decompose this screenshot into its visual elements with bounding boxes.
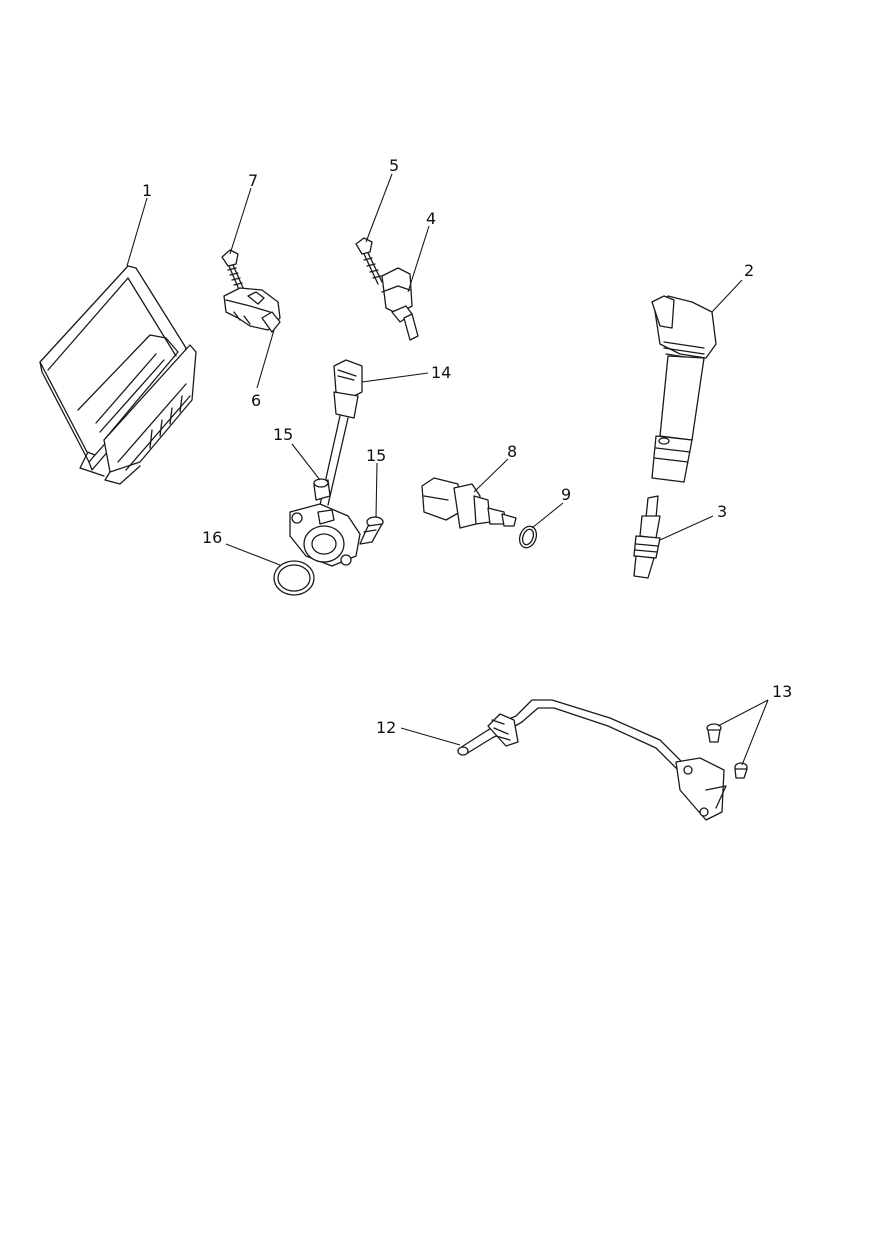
callout-3: 3 [717,502,727,521]
leader-8 [473,458,509,493]
part-12-pipe [457,699,727,821]
part-5-screw [355,237,383,285]
part-13-screw-a [706,723,722,743]
leader-6 [256,329,275,389]
part-13-screw-b [734,762,748,779]
callout-1: 1 [142,181,152,200]
part-2-ignition-coil [651,295,717,483]
part-7-screw [221,249,245,293]
callout-12: 12 [376,718,396,737]
leader-15-right [375,462,378,519]
leader-9 [531,502,564,529]
callout-8: 8 [507,442,517,461]
part-16-o-ring [273,560,315,596]
part-4-sensor [381,267,419,341]
part-6-sensor [223,287,281,333]
leader-13b [741,699,769,766]
callout-14: 14 [431,363,451,382]
part-8-temperature-sensor [421,477,517,529]
part-15-bolt-b [359,516,384,545]
leader-1 [126,197,148,267]
part-3-spark-plug [633,495,661,579]
leader-2 [711,279,743,313]
callout-9: 9 [561,485,571,504]
part-1-ecu [39,265,197,485]
callout-labels: 1 7 5 4 2 6 14 15 15 8 9 3 16 13 12 [142,156,792,737]
leader-7 [229,187,252,255]
callout-4: 4 [426,209,436,228]
callout-15-left: 15 [273,425,293,444]
leader-16 [225,543,281,566]
leader-13a [717,699,769,727]
leader-3 [659,515,714,541]
leader-lines [126,173,769,766]
callout-16: 16 [202,528,222,547]
callout-13: 13 [772,682,792,701]
callout-15-right: 15 [366,446,386,465]
leader-4 [407,225,430,293]
callout-6: 6 [251,391,261,410]
leader-15-left [291,443,321,481]
part-9-washer [518,525,538,549]
callout-5: 5 [389,156,399,175]
part-15-bolt-a [313,478,331,501]
part-14-sensor-lead [289,359,363,567]
leader-14 [361,372,429,383]
leader-12 [400,727,461,746]
callout-7: 7 [248,171,258,190]
callout-2: 2 [744,261,754,280]
leader-5 [365,173,393,243]
